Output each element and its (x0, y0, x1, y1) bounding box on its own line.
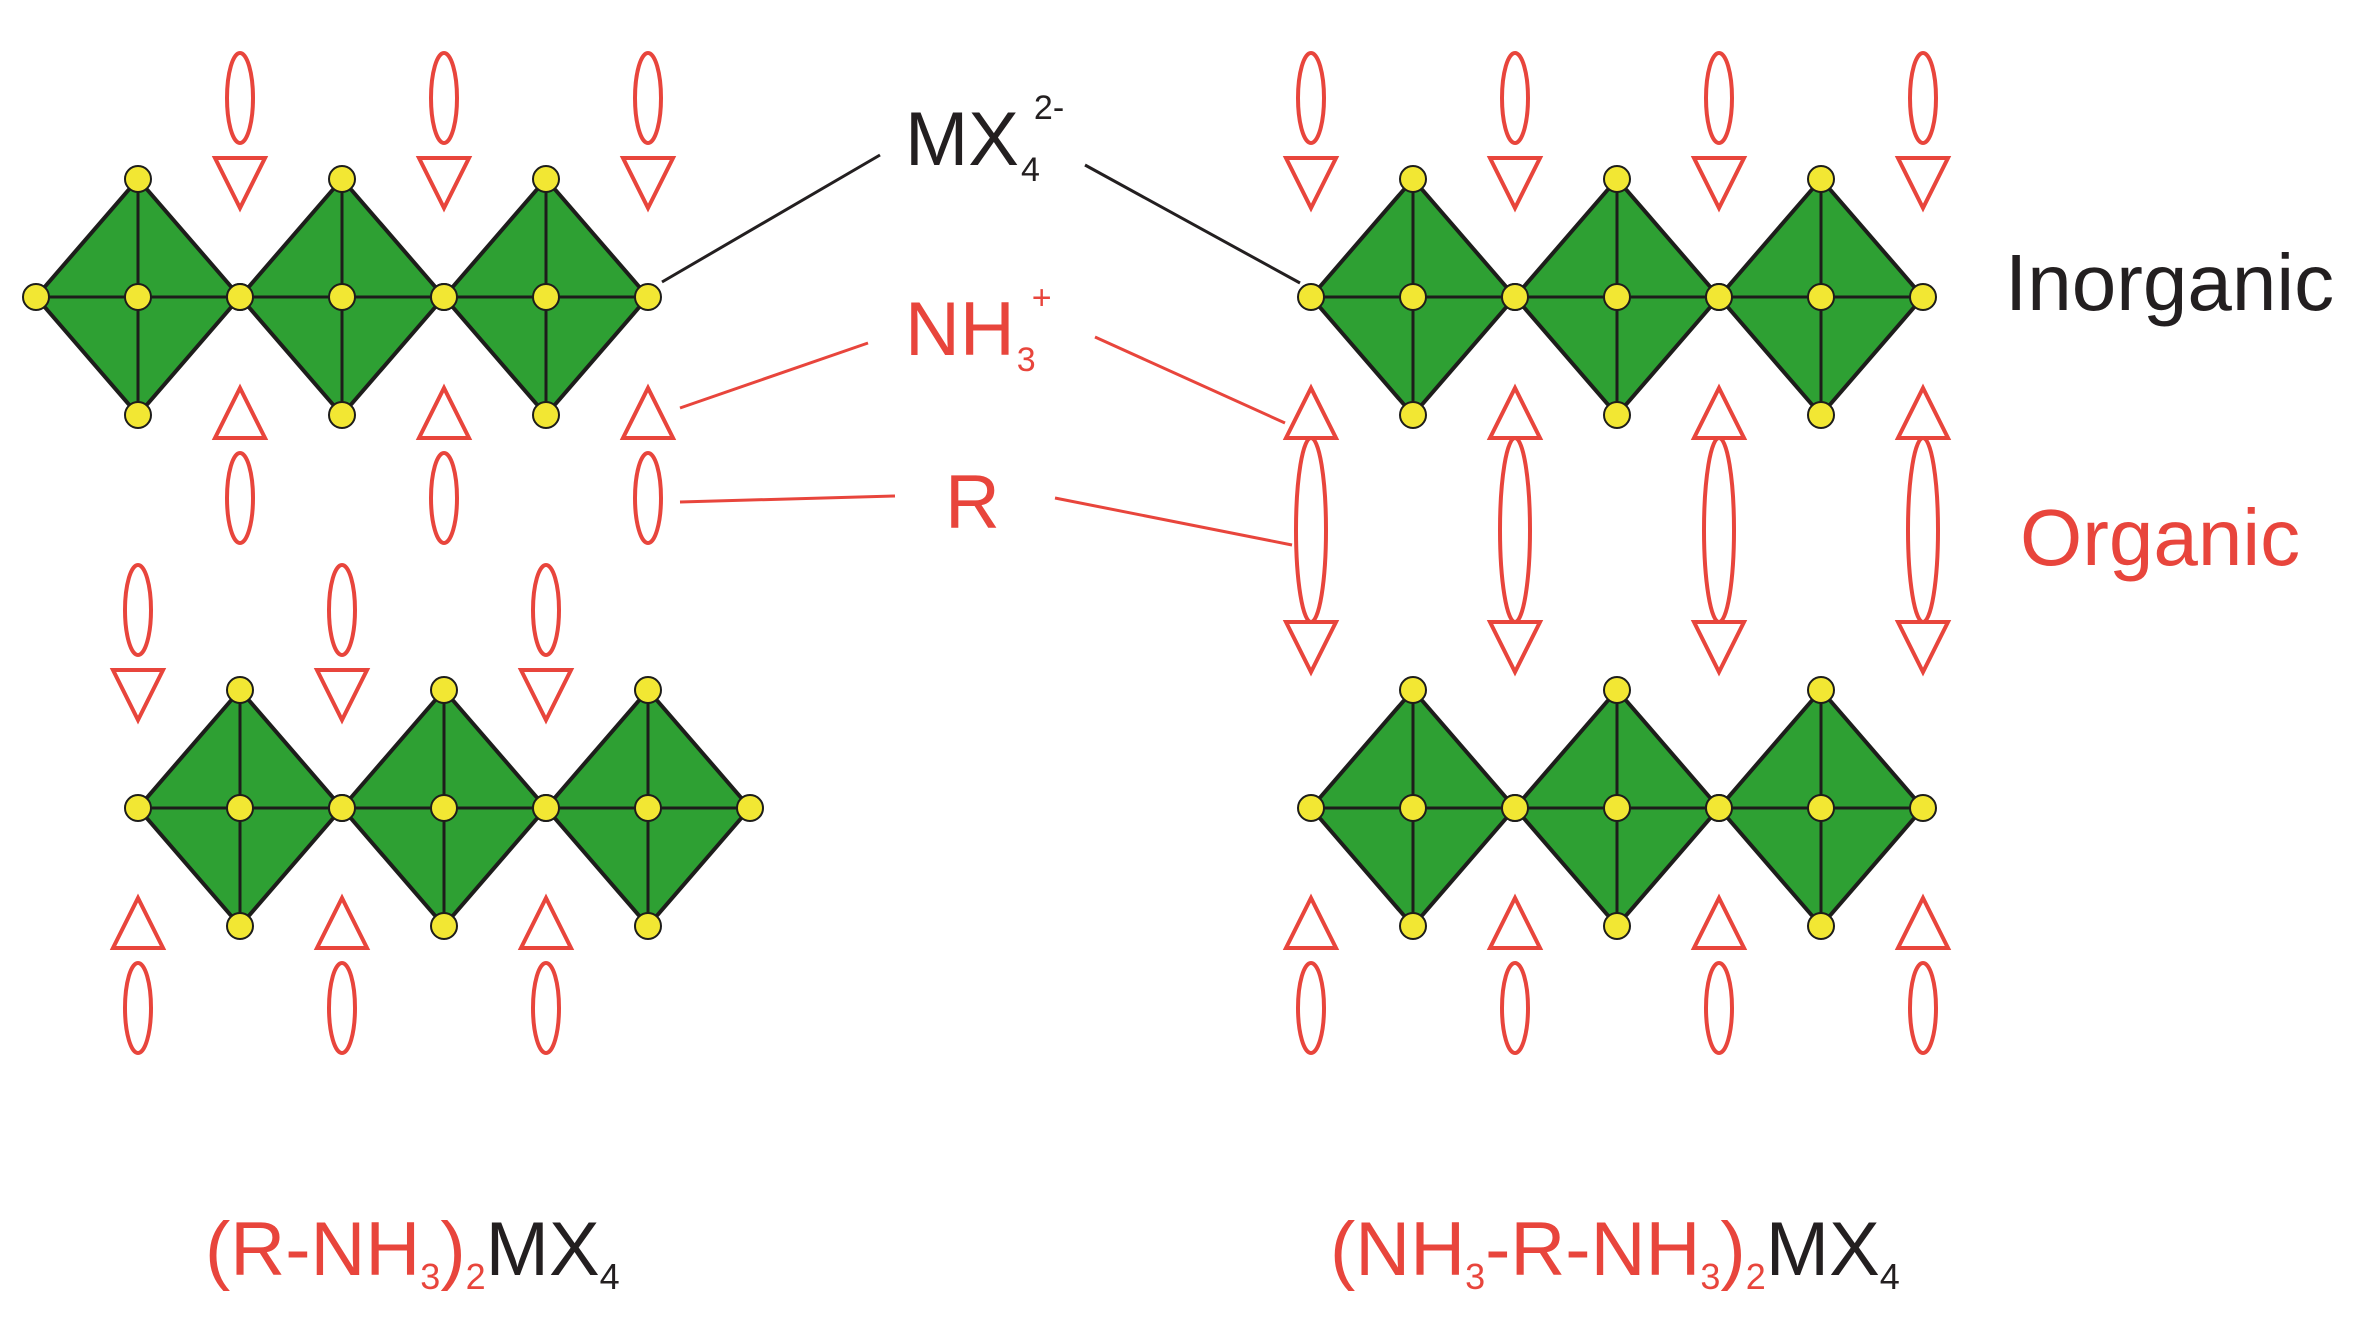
organic-cation (519, 563, 573, 722)
organic-cation (1488, 51, 1542, 210)
diammonium-cation (1488, 386, 1542, 674)
diammonium-cation (1284, 386, 1338, 674)
octahedron (531, 675, 765, 941)
mx4-label: MX42- (905, 89, 1064, 189)
octahedron (21, 164, 255, 430)
organic-cation (1896, 896, 1950, 1055)
organic-cation (417, 386, 471, 545)
nh3-leader-right (1094, 335, 1286, 425)
octahedron (1704, 164, 1938, 430)
octahedron (1296, 675, 1530, 941)
left-top-inorganic-layer (21, 164, 663, 430)
organic-cation (621, 51, 675, 210)
r-label: R (945, 460, 1000, 545)
formula-left: (R-NH3)2MX4 (205, 1207, 620, 1297)
organic-cation (213, 51, 267, 210)
organic-cation (417, 51, 471, 210)
inorganic-label: Inorganic (2005, 238, 2334, 327)
mx4-leader-left (661, 153, 881, 284)
octahedron (225, 164, 459, 430)
left-top-organic-cations-above (213, 51, 675, 210)
octahedron (1296, 164, 1530, 430)
left-top-organic-cations-below (213, 386, 675, 545)
left-bottom-organic-cations-below (111, 896, 573, 1055)
organic-cation (1488, 896, 1542, 1055)
nh3-label: NH3+ (905, 279, 1052, 379)
organic-cation (621, 386, 675, 545)
r-leader-left (679, 494, 896, 504)
r-leader-right (1054, 496, 1293, 547)
diammonium-cation (1692, 386, 1746, 674)
octahedron (1500, 164, 1734, 430)
organic-label: Organic (2020, 493, 2300, 582)
right-bottom-inorganic-layer (1296, 675, 1938, 941)
organic-cation (1896, 51, 1950, 210)
organic-cation (315, 896, 369, 1055)
leader-lines (661, 153, 1301, 547)
octahedron (327, 675, 561, 941)
right-top-inorganic-layer (1296, 164, 1938, 430)
organic-cation (213, 386, 267, 545)
organic-cation (1692, 51, 1746, 210)
organic-cation (111, 563, 165, 722)
mx4-leader-right (1084, 163, 1301, 285)
organic-cation (111, 896, 165, 1055)
organic-cation (315, 563, 369, 722)
left-bottom-organic-cations-above (111, 563, 573, 722)
formula-right: (NH3-R-NH3)2MX4 (1330, 1207, 1900, 1297)
octahedron (429, 164, 663, 430)
diammonium-cation (1896, 386, 1950, 674)
octahedron (1704, 675, 1938, 941)
organic-cation (519, 896, 573, 1055)
right-dication-layer (1284, 386, 1950, 674)
nh3-leader-left (679, 341, 869, 410)
octahedron (1500, 675, 1734, 941)
organic-cation (1692, 896, 1746, 1055)
octahedron (123, 675, 357, 941)
organic-cation (1284, 896, 1338, 1055)
organic-cation (1284, 51, 1338, 210)
left-bottom-inorganic-layer (123, 675, 765, 941)
